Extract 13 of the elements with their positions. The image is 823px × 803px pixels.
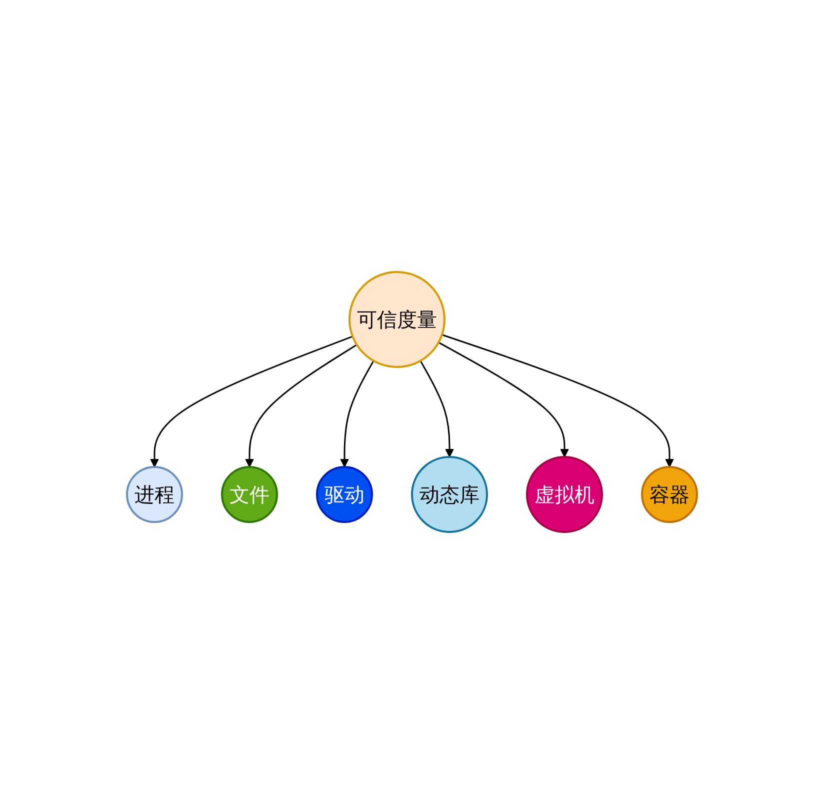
arrow bbox=[150, 335, 352, 467]
node-circle: 动态库 bbox=[410, 456, 488, 532]
node-circle: 虚拟机 bbox=[526, 456, 602, 532]
arrow bbox=[419, 360, 454, 457]
arrow bbox=[441, 334, 674, 467]
arrow bbox=[340, 360, 374, 467]
node-circle: 容器 bbox=[640, 466, 698, 522]
node-circle: 文件 bbox=[220, 466, 278, 522]
arrow bbox=[438, 341, 568, 457]
arrow bbox=[244, 344, 357, 467]
node-circle: 进程 bbox=[126, 466, 182, 522]
node-circle: 可信度量 bbox=[348, 270, 445, 368]
node-circle: 驱动 bbox=[316, 466, 372, 522]
